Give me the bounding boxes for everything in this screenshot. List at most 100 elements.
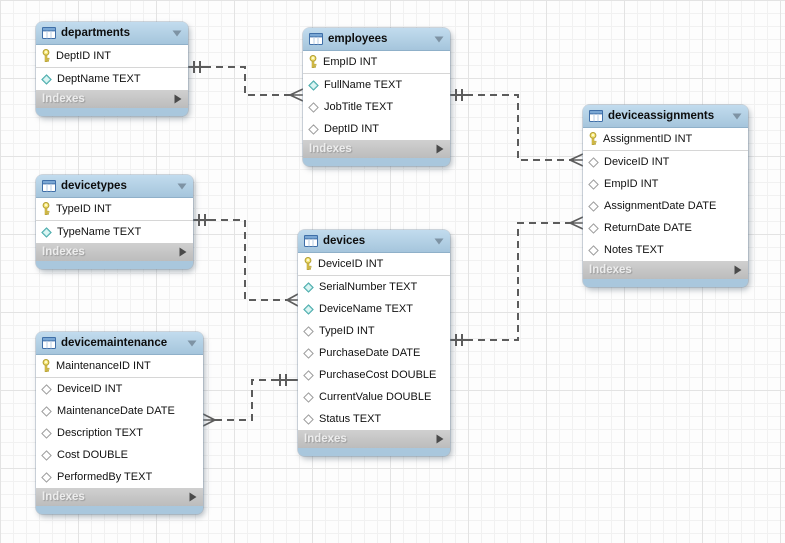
column-row[interactable]: DeviceName TEXT: [298, 298, 450, 320]
key-icon: [41, 359, 51, 373]
table-title: deviceassignments: [608, 110, 715, 122]
column-label: DeviceID INT: [57, 383, 123, 395]
column-label: TypeID INT: [319, 325, 375, 337]
table-header[interactable]: devicemaintenance: [36, 332, 203, 355]
column-label: DeviceID INT: [604, 156, 670, 168]
column-row[interactable]: Cost DOUBLE: [36, 444, 203, 466]
connector-line: [215, 379, 276, 421]
column-label: AssignmentDate DATE: [604, 200, 717, 212]
chevron-down-icon[interactable]: [187, 340, 197, 347]
column-row[interactable]: PerformedBy TEXT: [36, 466, 203, 488]
expand-icon[interactable]: [436, 144, 444, 154]
connector-line: [204, 66, 290, 96]
indexes-section[interactable]: Indexes: [36, 243, 193, 261]
column-label: MaintenanceID INT: [56, 360, 151, 372]
column-row[interactable]: DeviceID INT: [298, 253, 450, 276]
column-label: FullName TEXT: [324, 79, 403, 91]
column-row[interactable]: PurchaseCost DOUBLE: [298, 364, 450, 386]
cardinality-one-marker: [193, 61, 201, 73]
column-row[interactable]: TypeID INT: [36, 198, 193, 221]
column-list: TypeID INT TypeName TEXT: [36, 198, 193, 243]
indexes-section[interactable]: Indexes: [36, 488, 203, 506]
expand-icon[interactable]: [189, 492, 197, 502]
column-row[interactable]: TypeID INT: [298, 320, 450, 342]
column-row[interactable]: DeviceID INT: [583, 151, 748, 173]
column-row[interactable]: PurchaseDate DATE: [298, 342, 450, 364]
column-row[interactable]: JobTitle TEXT: [303, 96, 450, 118]
table-header[interactable]: employees: [303, 28, 450, 51]
indexes-section[interactable]: Indexes: [298, 430, 450, 448]
table-title: devicetypes: [61, 180, 127, 192]
column-row[interactable]: CurrentValue DOUBLE: [298, 386, 450, 408]
column-row[interactable]: EmpID INT: [303, 51, 450, 74]
relationship-devices-deviceassignments[interactable]: [450, 216, 584, 346]
indexes-section[interactable]: Indexes: [583, 261, 748, 279]
expand-icon[interactable]: [179, 247, 187, 257]
table-bottom-edge: [303, 158, 450, 166]
column-label: ReturnDate DATE: [604, 222, 692, 234]
column-row[interactable]: AssignmentID INT: [583, 128, 748, 151]
table-bottom-edge: [36, 108, 188, 116]
column-label: TypeName TEXT: [57, 226, 142, 238]
column-row[interactable]: Status TEXT: [298, 408, 450, 430]
cardinality-one-marker: [455, 89, 463, 101]
column-row[interactable]: FullName TEXT: [303, 74, 450, 96]
diamond-open-icon: [588, 156, 599, 168]
indexes-section[interactable]: Indexes: [303, 140, 450, 158]
relationship-devicetypes-devices[interactable]: [193, 214, 299, 307]
column-label: JobTitle TEXT: [324, 101, 394, 113]
column-row[interactable]: MaintenanceID INT: [36, 355, 203, 378]
indexes-label: Indexes: [42, 93, 85, 105]
table-icon: [42, 27, 56, 39]
expand-icon[interactable]: [174, 94, 182, 104]
expand-icon[interactable]: [734, 265, 742, 275]
connector-line: [209, 219, 287, 301]
indexes-label: Indexes: [304, 433, 347, 445]
connector-line: [466, 94, 570, 161]
table-header[interactable]: devices: [298, 230, 450, 253]
column-row[interactable]: EmpID INT: [583, 173, 748, 195]
column-row[interactable]: AssignmentDate DATE: [583, 195, 748, 217]
relationship-employees-deviceassignments[interactable]: [450, 89, 584, 167]
table-bottom-edge: [583, 279, 748, 287]
column-row[interactable]: ReturnDate DATE: [583, 217, 748, 239]
column-row[interactable]: DeptID INT: [36, 45, 188, 68]
key-icon: [588, 132, 598, 146]
diamond-filled-icon: [41, 73, 52, 85]
column-row[interactable]: TypeName TEXT: [36, 221, 193, 243]
expand-icon[interactable]: [436, 434, 444, 444]
column-row[interactable]: DeviceID INT: [36, 378, 203, 400]
chevron-down-icon[interactable]: [434, 36, 444, 43]
chevron-down-icon[interactable]: [172, 30, 182, 37]
key-icon: [41, 49, 51, 63]
table-header[interactable]: departments: [36, 22, 188, 45]
column-row[interactable]: DeptID INT: [303, 118, 450, 140]
table-header[interactable]: devicetypes: [36, 175, 193, 198]
table-header[interactable]: deviceassignments: [583, 105, 748, 128]
diamond-open-icon: [41, 405, 52, 417]
column-label: PerformedBy TEXT: [57, 471, 153, 483]
column-row[interactable]: Description TEXT: [36, 422, 203, 444]
column-row[interactable]: MaintenanceDate DATE: [36, 400, 203, 422]
column-row[interactable]: Notes TEXT: [583, 239, 748, 261]
chevron-down-icon[interactable]: [177, 183, 187, 190]
relationship-departments-employees[interactable]: [188, 61, 304, 102]
cardinality-one-marker: [455, 334, 463, 346]
column-row[interactable]: DeptName TEXT: [36, 68, 188, 90]
table-icon: [589, 110, 603, 122]
relationship-devices-devicemaintenance[interactable]: [202, 374, 298, 427]
chevron-down-icon[interactable]: [434, 238, 444, 245]
column-row[interactable]: SerialNumber TEXT: [298, 276, 450, 298]
column-label: DeviceName TEXT: [319, 303, 413, 315]
column-label: AssignmentID INT: [603, 133, 693, 145]
crow-foot-many-marker: [569, 153, 584, 167]
chevron-down-icon[interactable]: [732, 113, 742, 120]
indexes-section[interactable]: Indexes: [36, 90, 188, 108]
